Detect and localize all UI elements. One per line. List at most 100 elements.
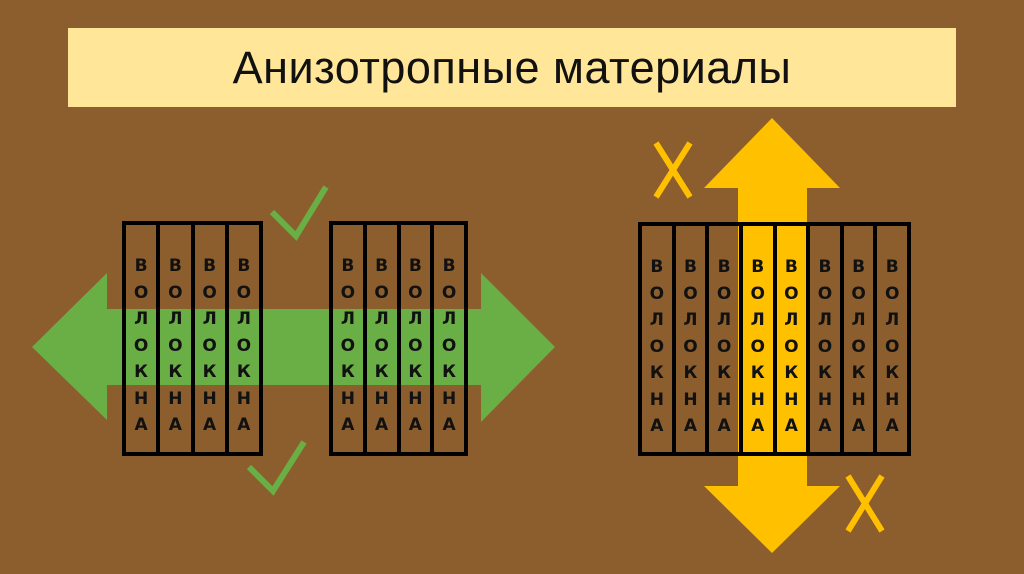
fiber-letter: К	[202, 362, 217, 382]
fiber-letter: Н	[408, 388, 423, 409]
fiber-letter: В	[852, 257, 866, 277]
fiber-letter: О	[340, 282, 356, 303]
fiber-letter: К	[408, 362, 423, 382]
fiber-letter: Л	[784, 310, 799, 330]
fiber-letter: Н	[236, 388, 251, 409]
fiber-letter: В	[784, 257, 798, 277]
fiber-letter: А	[237, 415, 251, 435]
fiber-letter: В	[717, 257, 731, 277]
fiber-letter: А	[650, 416, 664, 436]
fiber-letter: Л	[408, 309, 423, 329]
fiber-letter: К	[236, 362, 251, 382]
fiber-letter: О	[441, 282, 457, 303]
page-title: Анизотропные материалы	[232, 41, 792, 93]
fiber-letter: К	[374, 362, 389, 382]
fiber-letter: К	[885, 363, 900, 383]
cross-icon	[653, 141, 693, 199]
fiber-letter: В	[818, 257, 832, 277]
fiber-letter: Л	[817, 310, 832, 330]
fiber-letter: О	[236, 282, 252, 303]
fiber-letter: Н	[750, 389, 765, 410]
fiber-letter: К	[683, 363, 698, 383]
fiber-letter: Н	[168, 388, 183, 409]
fiber-letter: Л	[236, 309, 251, 329]
checkmark-icon	[246, 440, 307, 496]
fiber-letter: Л	[683, 310, 698, 330]
fiber-letter: Н	[649, 389, 664, 410]
fiber-letter: В	[134, 256, 148, 276]
fiber-letter: В	[683, 257, 697, 277]
fiber-letter: К	[134, 362, 149, 382]
fiber-letter: Л	[885, 310, 900, 330]
fiber-letter: А	[751, 416, 765, 436]
fiber-letter: О	[202, 282, 217, 303]
fiber-letter: О	[851, 283, 866, 304]
fiber-letter: В	[442, 256, 456, 276]
fiber-letter: О	[784, 336, 799, 357]
fiber-letter: О	[716, 283, 732, 304]
fiber-letter: К	[168, 362, 183, 382]
fiber-letter: О	[340, 335, 356, 356]
fiber-letter: А	[717, 416, 731, 436]
fiber-letter: Л	[717, 310, 732, 330]
fiber-letter: О	[374, 335, 389, 356]
fiber-letter: О	[374, 282, 389, 303]
fiber-letter: В	[237, 256, 251, 276]
fiber-letter: О	[441, 335, 457, 356]
fiber-letter: В	[203, 256, 217, 276]
fiber-letter: К	[442, 362, 457, 382]
fiber-letter: О	[716, 336, 732, 357]
fiber-letter: А	[784, 416, 798, 436]
fiber-letter: А	[375, 415, 389, 435]
fiber-letter: В	[168, 256, 182, 276]
fiber-letter: Л	[649, 310, 664, 330]
fiber-letter: О	[851, 336, 866, 357]
fiber-letter: В	[341, 256, 355, 276]
fiber-letter: В	[408, 256, 422, 276]
green-double-arrow-icon	[32, 273, 555, 422]
fiber-letter: О	[817, 336, 833, 357]
fiber-letter: О	[202, 335, 217, 356]
fiber-letter: Н	[716, 389, 732, 410]
fiber-letter: О	[683, 283, 698, 304]
fiber-letter: А	[851, 416, 866, 436]
fiber-letter: Л	[168, 309, 183, 329]
fiber-letter: О	[649, 336, 665, 357]
fiber-letter: В	[375, 256, 389, 276]
fiber-letter: О	[408, 335, 423, 356]
fiber-letter: К	[817, 363, 832, 383]
fiber-letter: Н	[683, 389, 698, 410]
fiber-letter: А	[203, 415, 217, 435]
fiber-letter: К	[340, 362, 355, 382]
fiber-letter: А	[408, 415, 422, 435]
fiber-letter: К	[717, 363, 732, 383]
fiber-letter: О	[817, 283, 833, 304]
title-bar: Анизотропные материалы	[68, 28, 956, 107]
fiber-letter: О	[649, 283, 665, 304]
fiber-letter: Н	[817, 389, 833, 410]
fiber-letter: О	[784, 283, 799, 304]
fiber-letter: А	[818, 416, 832, 436]
fiber-letter: О	[683, 336, 698, 357]
fiber-letter: О	[884, 283, 900, 304]
fiber-letter: А	[341, 415, 355, 435]
fiber-letter: В	[885, 257, 899, 277]
fiber-letter: Л	[442, 309, 457, 329]
fiber-letter: К	[851, 363, 866, 383]
fiber-letter: О	[884, 336, 900, 357]
fiber-letter: Л	[750, 310, 765, 330]
fiber-letter: Л	[851, 310, 866, 330]
